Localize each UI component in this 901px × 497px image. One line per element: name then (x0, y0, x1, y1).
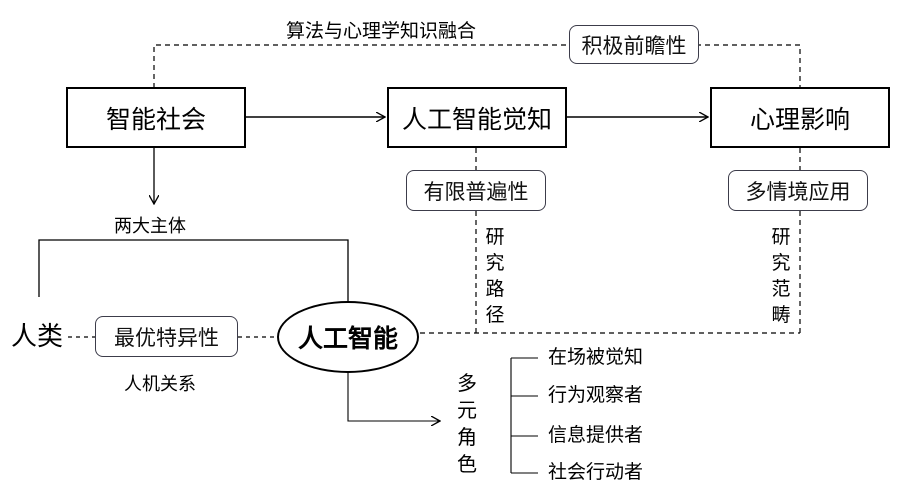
node-ai-perception: 人工智能觉知 (387, 87, 567, 148)
tag-limited-universality: 有限普遍性 (406, 170, 546, 211)
tag-most-distinctive: 最优特异性 (95, 316, 238, 357)
human-machine-relation-label: 人机关系 (124, 374, 196, 395)
top-dashed-loop (153, 44, 801, 88)
tag-proactive: 积极前瞻性 (569, 25, 699, 64)
arrow-ai-to-roles (347, 370, 440, 421)
node-psych-impact: 心理影响 (710, 87, 890, 148)
role-item: 在场被觉知 (548, 346, 644, 368)
multiple-roles-label: 多元角色 (457, 371, 477, 476)
tag-multi-scenario: 多情境应用 (728, 170, 868, 211)
role-item: 信息提供者 (548, 424, 644, 446)
research-scope-label: 研究范畴 (771, 226, 791, 326)
top-link-label: 算法与心理学知识融合 (286, 20, 477, 42)
two-subjects-label: 两大主体 (114, 216, 186, 237)
role-item: 社会行动者 (548, 461, 644, 483)
node-human: 人类 (11, 322, 64, 352)
role-item: 行为观察者 (548, 384, 644, 406)
node-ai: 人工智能 (277, 301, 419, 373)
node-smart-society: 智能社会 (66, 87, 246, 148)
research-path-label: 研究路径 (485, 226, 505, 326)
two-subjects-bracket (38, 239, 349, 302)
